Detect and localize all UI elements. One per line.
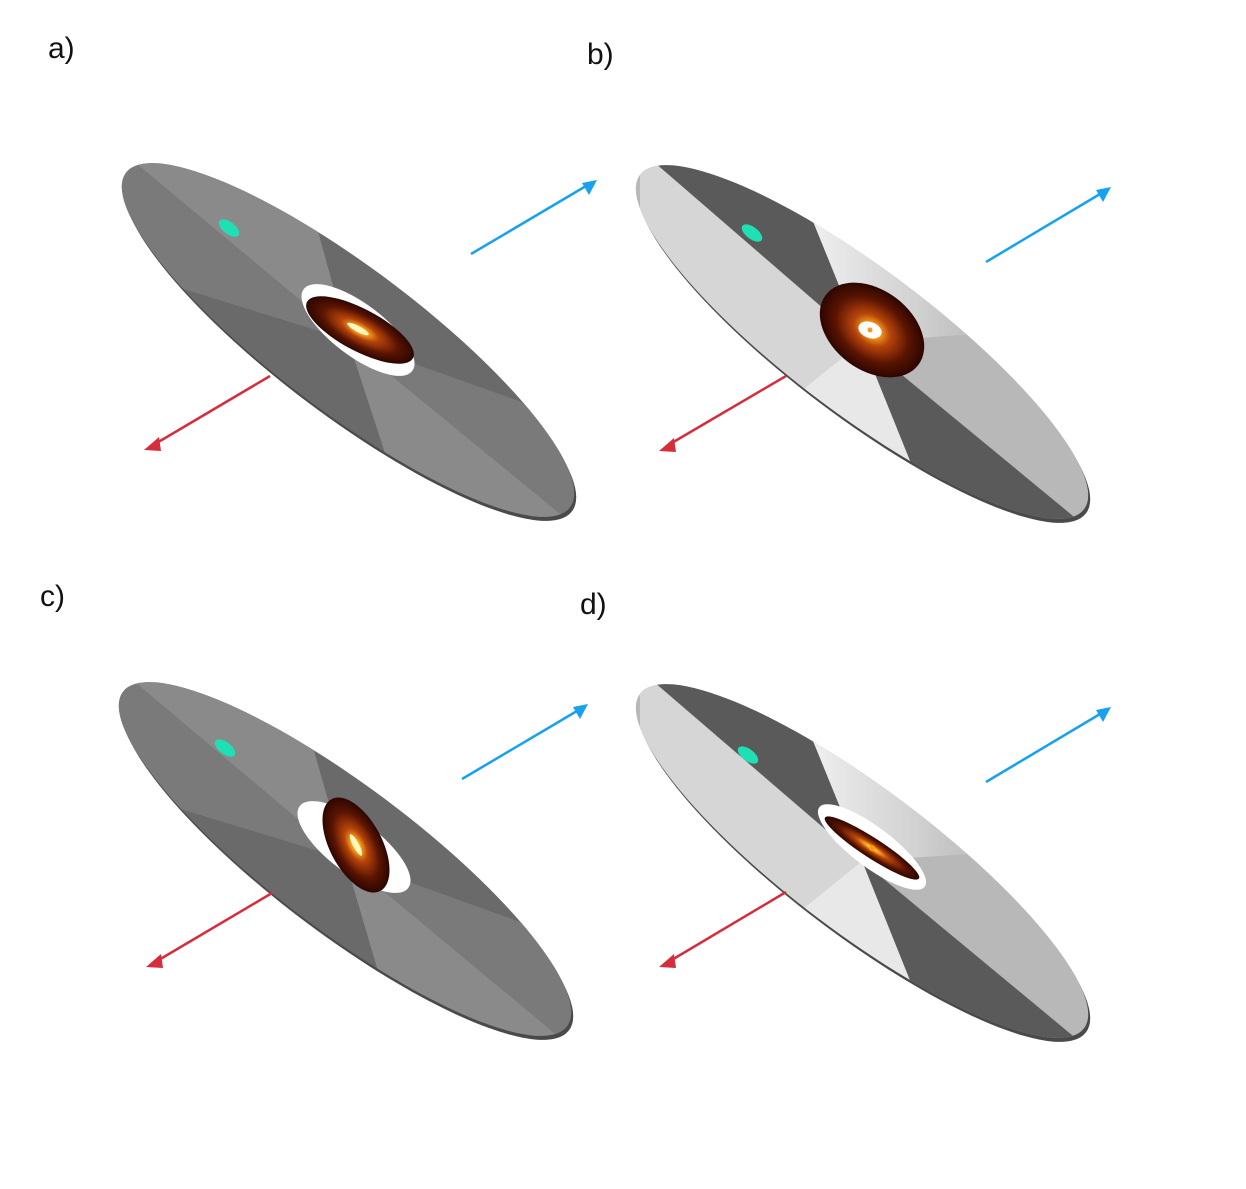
marker-b <box>741 224 763 242</box>
arrow-in-a <box>144 374 271 451</box>
panel-a: a) <box>48 32 600 560</box>
panel-b: b) <box>587 38 1111 560</box>
disk-c <box>85 650 598 1080</box>
disk-sector-dark-d2 <box>862 861 1090 1080</box>
arrow-out-b <box>985 187 1111 264</box>
marker-a <box>218 219 240 237</box>
arrow-up-right-icon <box>582 180 597 195</box>
arrow-up-right-icon <box>1096 707 1111 722</box>
arrow-up-right-icon <box>1096 187 1111 202</box>
arrow-down-left-icon <box>144 437 161 451</box>
core-bright-c <box>349 834 363 856</box>
disk-d <box>635 660 1091 1080</box>
panel-label-a: a) <box>48 32 75 65</box>
panel-d: d) <box>580 588 1111 1080</box>
panel-c: c) <box>40 580 598 1080</box>
arrow-down-left-icon <box>146 954 163 968</box>
arrow-in-d <box>659 890 787 968</box>
arrow-out-d <box>985 707 1111 784</box>
arrow-up-right-icon <box>573 704 588 719</box>
arrow-out-a <box>470 180 597 256</box>
disk-sector-dark-b <box>640 140 862 342</box>
panel-label-b: b) <box>587 38 614 71</box>
marker-d <box>737 746 759 764</box>
panel-label-c: c) <box>40 580 65 613</box>
disk-sector-dark-b2 <box>862 342 1090 560</box>
arrow-down-left-icon <box>659 954 676 968</box>
disk-b <box>635 140 1091 560</box>
core-bright-a <box>347 322 369 336</box>
marker-c <box>214 739 236 757</box>
arrow-in-c <box>146 891 273 968</box>
core-bright-d <box>869 845 875 851</box>
disk-a <box>90 130 600 560</box>
arrow-in-b <box>659 374 787 452</box>
arrow-down-left-icon <box>659 438 676 452</box>
arrow-out-c <box>461 704 588 781</box>
panel-label-d: d) <box>580 588 607 621</box>
